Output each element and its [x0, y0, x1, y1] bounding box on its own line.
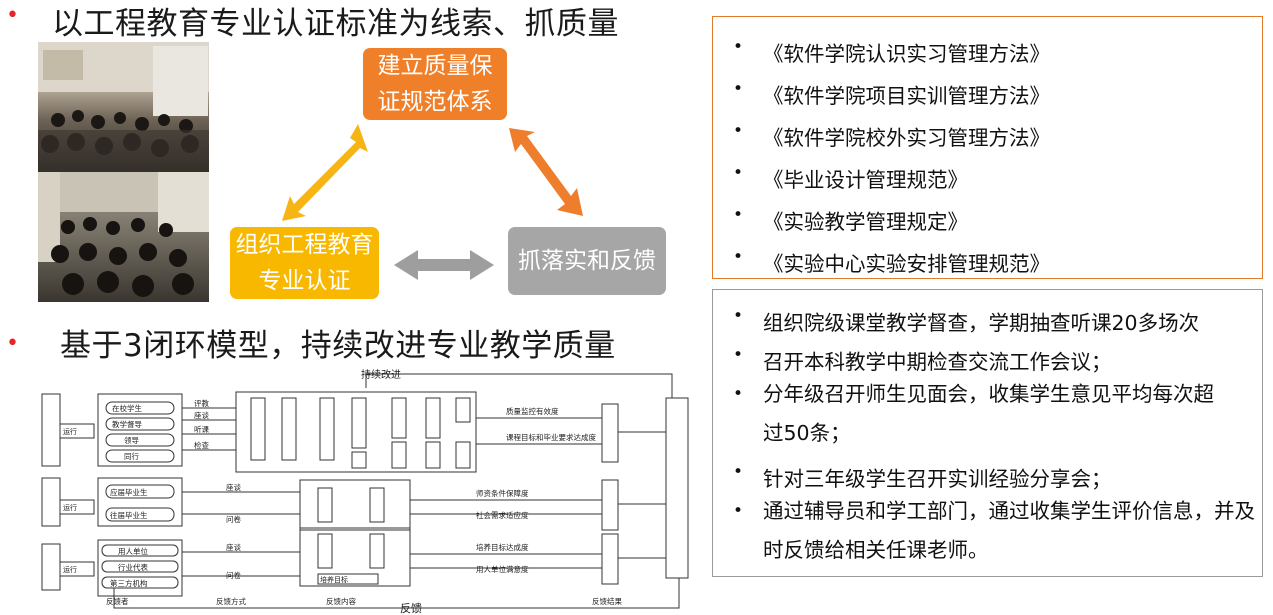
source-3-1: 用人单位	[118, 546, 148, 556]
measure-item-4: 针对三年级学生召开实训经验分享会；	[763, 467, 1112, 491]
box-engineering-accreditation: 组织工程教育 专业认证	[230, 227, 379, 299]
measure-bullet: •	[732, 345, 744, 365]
measure-item-1: 组织院级课堂教学督查，学期抽查听课20多场次	[763, 311, 1200, 335]
box-implementation-feedback: 抓落实和反馈	[508, 227, 666, 295]
content-frame-3	[299, 527, 411, 587]
box-quality-assurance-system-line2: 证规范体系	[377, 89, 493, 115]
source-3-2: 行业代表	[118, 562, 148, 572]
heading2-bullet: •	[6, 331, 19, 356]
sources-frame-3	[97, 539, 183, 597]
method-2-1: 座谈	[226, 482, 241, 492]
measure-bullet: •	[732, 501, 744, 521]
method-3-1: 座谈	[226, 542, 241, 552]
run-box-2	[59, 499, 95, 515]
bottom-label-3: 反馈内容	[326, 596, 356, 606]
result-box-2	[601, 479, 619, 531]
method-1-1: 评教	[194, 398, 209, 408]
sources-frame-1	[97, 393, 183, 467]
note-3-2: 用人单位满意度	[476, 564, 529, 574]
heading1-bullet: •	[6, 3, 19, 28]
mechanism-box-1	[41, 393, 61, 467]
feedback-measures-panel: • 组织院级课堂教学督查，学期抽查听课20多场次 • 召开本科教学中期检查交流工作会…	[712, 289, 1263, 577]
note-3-1: 培养目标达成度	[476, 542, 529, 552]
measure-bullet: •	[732, 462, 744, 482]
sources-frame-2	[97, 477, 183, 527]
box-engineering-accreditation-line1: 组织工程教育	[235, 232, 374, 258]
source-1-4: 同行	[124, 451, 139, 461]
run-label-1: 运行	[63, 427, 77, 436]
bottom-label-1: 反馈者	[106, 596, 129, 606]
bottom-label-4: 反馈结果	[592, 596, 622, 606]
content-frame-1	[235, 391, 477, 473]
note-2-2: 社会需求适应度	[476, 510, 529, 520]
heading-quality-thread: 以工程教育专业认证标准为线索、抓质量	[52, 6, 619, 42]
result-box-3	[601, 533, 619, 585]
note-1-1: 质量监控有效度	[506, 406, 559, 416]
method-3-2: 问卷	[226, 570, 241, 580]
run-box-1	[59, 423, 95, 439]
source-2-1: 应届毕业生	[110, 487, 148, 497]
source-1-2: 教学督导	[112, 419, 142, 429]
method-2-2: 问卷	[226, 514, 241, 524]
heading-three-loop-model: 基于3闭环模型，持续改进专业教学质量	[60, 328, 616, 364]
arrow-right-bidirectional	[509, 128, 583, 216]
content-frame-2	[299, 479, 411, 531]
note-1-2: 课程目标和毕业要求达成度	[506, 432, 596, 442]
method-1-3: 听课	[194, 425, 209, 434]
three-loop-flowchart: 持续改进 反馈 运行 运行 运行 在校学生 教学督导 领导 同行 应届毕业生 往…	[41, 368, 689, 615]
policy-bullet: •	[732, 247, 744, 267]
box-quality-assurance-system: 建立质量保 证规范体系	[363, 48, 507, 120]
source-1-3: 领导	[124, 435, 139, 445]
mechanism-box-2	[41, 477, 61, 527]
run-box-3	[59, 561, 95, 577]
policy-bullet: •	[732, 37, 744, 57]
classroom-photo-top	[38, 42, 209, 172]
policy-bullet: •	[732, 121, 744, 141]
measure-item-3-line2: 过50条；	[763, 421, 851, 445]
measure-item-5-line1: 通过辅导员和学工部门，通过收集学生评价信息，并及	[763, 499, 1255, 523]
method-1-2: 座谈	[194, 410, 209, 420]
measure-item-2: 召开本科教学中期检查交流工作会议；	[763, 350, 1112, 374]
label-feedback: 反馈	[400, 602, 422, 615]
policy-bullet: •	[732, 205, 744, 225]
result-box-1	[601, 403, 619, 463]
run-label-3: 运行	[63, 565, 77, 574]
responsible-column	[665, 397, 689, 579]
note-2-1: 师资条件保障度	[476, 488, 529, 498]
policy-bullet: •	[732, 163, 744, 183]
mechanism-box-3	[41, 543, 61, 591]
policy-item-2: 《软件学院项目实训管理方法》	[763, 84, 1050, 108]
policy-item-1: 《软件学院认识实习管理方法》	[763, 42, 1050, 66]
content-3-bottom: 培养目标	[320, 575, 348, 584]
label-continuous-improvement: 持续改进	[361, 368, 401, 381]
method-1-4: 检查	[194, 440, 209, 450]
policy-bullet: •	[732, 79, 744, 99]
policy-item-5: 《实验教学管理规定》	[763, 210, 968, 234]
source-2-2: 往届毕业生	[110, 510, 148, 520]
measure-bullet: •	[732, 384, 744, 404]
classroom-photo-bottom	[38, 172, 209, 302]
source-3-3: 第三方机构	[110, 578, 148, 588]
policy-item-3: 《软件学院校外实习管理方法》	[763, 126, 1050, 150]
bottom-label-2: 反馈方式	[216, 596, 246, 606]
source-1-1: 在校学生	[112, 403, 142, 413]
loop-continuous-improvement-line	[365, 373, 673, 398]
box-quality-assurance-system-line1: 建立质量保	[377, 53, 493, 79]
arrow-left-bidirectional	[282, 124, 368, 221]
policy-item-6: 《实验中心实验安排管理规范》	[763, 252, 1050, 276]
arrow-bottom-bidirectional	[394, 250, 494, 280]
measure-item-3-line1: 分年级召开师生见面会，收集学生意见平均每次超	[763, 382, 1214, 406]
measure-bullet: •	[732, 306, 744, 326]
classroom-photo-bottom-image	[38, 172, 209, 297]
box-engineering-accreditation-line2: 专业认证	[258, 268, 351, 294]
run-label-2: 运行	[63, 503, 77, 512]
classroom-photo-top-image	[38, 42, 209, 172]
measure-item-5-line2: 时反馈给相关任课老师。	[763, 538, 989, 562]
box-implementation-feedback-label: 抓落实和反馈	[518, 248, 656, 274]
policy-item-4: 《毕业设计管理规范》	[763, 168, 968, 192]
policy-documents-panel: • 《软件学院认识实习管理方法》 • 《软件学院项目实训管理方法》 • 《软件学院校外…	[712, 16, 1263, 279]
